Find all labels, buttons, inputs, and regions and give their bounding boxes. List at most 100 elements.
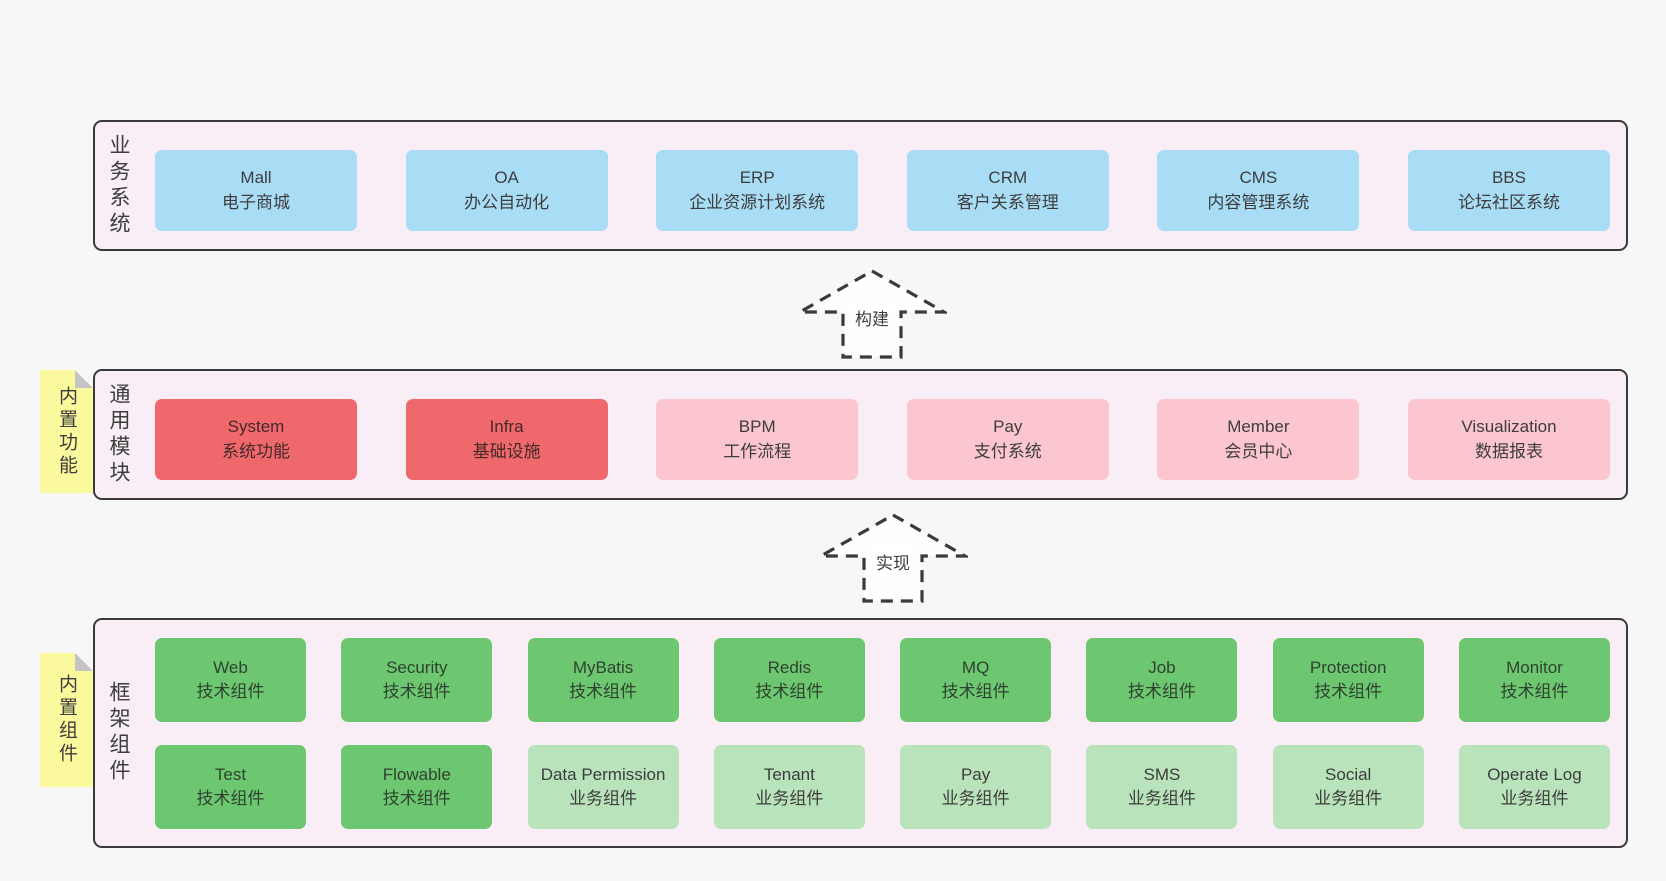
box-bbs: BBS 论坛社区系统 [1407,150,1610,231]
box-cms: CMS 内容管理系统 [1157,150,1360,231]
box-mall-desc: 电子商城 [222,192,290,212]
box-data-permission-desc: 业务组件 [569,789,638,808]
box-flowable-desc: 技术组件 [382,789,451,808]
box-oa-name: OA [494,168,519,188]
box-oa: OA 办公自动化 [405,150,608,231]
box-job: Job 技术组件 [1086,638,1238,722]
box-job-name: Job [1148,657,1176,677]
box-visualization-desc: 数据报表 [1474,441,1543,461]
box-cms-name: CMS [1239,168,1278,188]
box-oa-desc: 办公自动化 [464,192,550,212]
box-member-desc: 会员中心 [1224,441,1293,461]
sticky-note-built-in-components-label: 内置组件 [56,674,77,766]
box-crm: CRM 客户关系管理 [906,150,1109,231]
box-infra: Infra 基础设施 [405,399,608,480]
box-bbs-name: BBS [1491,168,1526,188]
box-mybatis-desc: 技术组件 [569,682,638,701]
box-system-desc: 系统功能 [222,441,290,461]
box-visualization: Visualization 数据报表 [1407,399,1610,480]
framework-components-row-2: Test 技术组件 Flowable 技术组件 Data Permission … [155,745,1610,829]
box-infra-desc: 基础设施 [472,441,541,461]
box-tenant-name: Tenant [763,764,815,784]
box-bbs-desc: 论坛社区系统 [1457,192,1560,212]
box-data-permission: Data Permission 业务组件 [527,745,679,829]
box-security: Security 技术组件 [341,638,493,722]
box-operate-log: Operate Log 业务组件 [1458,745,1610,829]
box-flowable: Flowable 技术组件 [341,745,493,829]
box-bpm: BPM 工作流程 [656,399,859,480]
layer-framework-components: 框架组件 Web 技术组件 Security 技术组件 MyBatis 技术组件… [93,618,1628,848]
box-test-name: Test [214,764,247,784]
box-pay-module-desc: 支付系统 [973,441,1042,461]
box-redis: Redis 技术组件 [713,638,865,722]
box-pay-module: Pay 支付系统 [906,399,1109,480]
box-mybatis: MyBatis 技术组件 [527,638,679,722]
box-visualization-name: Visualization [1461,417,1557,437]
box-protection: Protection 技术组件 [1272,638,1424,722]
box-protection-name: Protection [1309,657,1387,677]
box-social-desc: 业务组件 [1314,789,1383,808]
box-bpm-desc: 工作流程 [723,441,792,461]
box-member-name: Member [1227,417,1290,437]
box-mq-name: MQ [961,657,990,677]
layer-common-modules: 通用模块 System 系统功能 Infra 基础设施 BPM 工作流程 Pay… [93,369,1628,500]
business-systems-boxes: Mall 电子商城 OA 办公自动化 ERP 企业资源计划系统 CRM 客户关系… [155,150,1610,231]
box-web-desc: 技术组件 [196,682,265,701]
box-social-name: Social [1325,764,1372,784]
sticky-note-built-in-features: 内置功能 [40,370,93,493]
box-system: System 系统功能 [155,399,357,480]
box-member: Member 会员中心 [1157,399,1360,480]
build-arrow: 构建 [797,268,947,360]
layer-label-common-modules: 通用模块 [107,382,130,487]
common-modules-boxes: System 系统功能 Infra 基础设施 BPM 工作流程 Pay 支付系统… [155,399,1610,480]
box-test-desc: 技术组件 [196,789,265,808]
box-mall-name: Mall [240,168,272,188]
box-redis-desc: 技术组件 [755,682,824,701]
box-mall: Mall 电子商城 [155,150,357,231]
build-arrow-label: 构建 [852,304,892,331]
box-pay-component-desc: 业务组件 [941,789,1010,808]
box-mybatis-name: MyBatis [572,657,634,677]
box-sms-name: SMS [1143,764,1181,784]
box-erp-desc: 企业资源计划系统 [689,192,826,212]
box-erp: ERP 企业资源计划系统 [656,150,859,231]
box-crm-name: CRM [988,168,1028,188]
box-web: Web 技术组件 [155,638,306,722]
box-social: Social 业务组件 [1272,745,1424,829]
box-monitor: Monitor 技术组件 [1458,638,1610,722]
box-cms-desc: 内容管理系统 [1207,192,1310,212]
box-pay-module-name: Pay [993,417,1023,437]
layer-label-framework-components: 框架组件 [107,681,130,785]
implement-arrow-label: 实现 [873,548,913,575]
box-flowable-name: Flowable [382,764,451,784]
box-mq-desc: 技术组件 [941,682,1010,701]
layer-business-systems: 业务系统 Mall 电子商城 OA 办公自动化 ERP 企业资源计划系统 CRM… [93,120,1628,251]
box-operate-log-name: Operate Log [1487,764,1582,784]
box-crm-desc: 客户关系管理 [956,192,1059,212]
box-infra-name: Infra [489,417,524,437]
layer-label-business-systems: 业务系统 [107,133,130,238]
sticky-note-built-in-components: 内置组件 [40,653,93,787]
box-tenant-desc: 业务组件 [755,789,824,808]
framework-components-row-1: Web 技术组件 Security 技术组件 MyBatis 技术组件 Redi… [155,638,1610,722]
box-sms-desc: 业务组件 [1127,789,1196,808]
box-redis-name: Redis [767,657,812,677]
sticky-note-built-in-features-label: 内置功能 [56,385,77,478]
box-test: Test 技术组件 [155,745,306,829]
box-monitor-name: Monitor [1506,657,1563,677]
box-pay-component-name: Pay [960,764,991,784]
box-web-name: Web [213,657,248,677]
box-data-permission-name: Data Permission [540,764,666,784]
box-sms: SMS 业务组件 [1086,745,1238,829]
box-operate-log-desc: 业务组件 [1500,789,1569,808]
box-security-desc: 技术组件 [382,682,451,701]
box-protection-desc: 技术组件 [1314,682,1383,701]
box-job-desc: 技术组件 [1127,682,1196,701]
box-erp-name: ERP [739,168,775,188]
box-security-name: Security [386,657,448,677]
implement-arrow: 实现 [818,512,968,604]
box-mq: MQ 技术组件 [900,638,1052,722]
box-bpm-name: BPM [738,417,776,437]
box-monitor-desc: 技术组件 [1500,682,1569,701]
